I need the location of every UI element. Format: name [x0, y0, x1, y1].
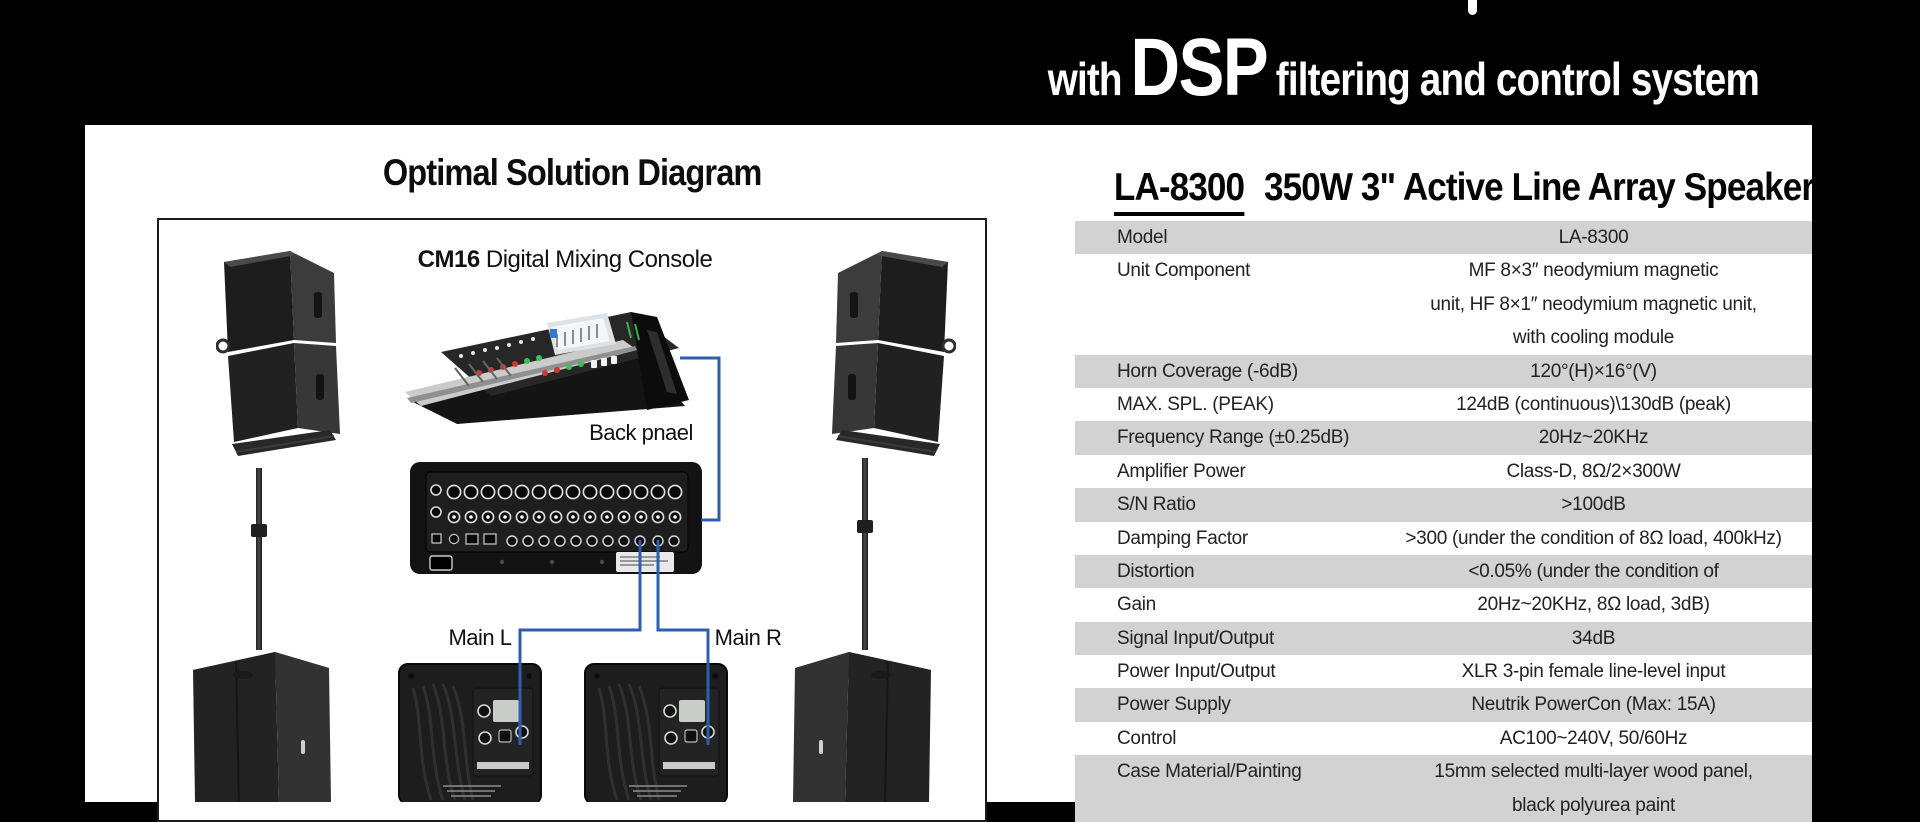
speaker-pole-right [862, 458, 868, 650]
banner-prefix: with [1047, 53, 1123, 105]
spec-value: Neutrik PowerCon (Max: 15A) [1471, 694, 1716, 716]
spec-label: Frequency Range (±0.25dB) [1117, 427, 1350, 449]
banner-headline: with DSP filtering and control system [980, 18, 1780, 141]
spec-label: Horn Coverage (-6dB) [1117, 360, 1298, 382]
spec-value: MF 8×3″ neodymium magnetic unit, HF 8×1″… [1430, 260, 1757, 349]
spec-value: 20Hz~20KHz [1538, 427, 1649, 449]
spec-label: Unit Component [1117, 260, 1251, 282]
spec-label: Amplifier Power [1117, 460, 1246, 482]
cropped-text-fragment [1468, 0, 1477, 15]
spec-label: Gain [1117, 594, 1156, 616]
console-label-text: Digital Mixing Console [479, 246, 713, 273]
spec-value: LA-8300 [1558, 227, 1629, 248]
spec-value: >100dB [1561, 494, 1626, 516]
spec-label: Control [1117, 727, 1177, 749]
spec-value: 34dB [1571, 627, 1616, 649]
subwoofer-left [193, 652, 331, 802]
speaker-pole-left [256, 468, 262, 650]
spec-row: Control AC100~240V, 50/60Hz [1075, 722, 1812, 755]
amp-module-left [398, 663, 542, 802]
spec-value: XLR 3-pin female line-level input [1461, 661, 1726, 683]
spec-row: Model LA-8300 [1075, 221, 1812, 255]
spec-value: <0.05% (under the condition of [1468, 560, 1719, 582]
spec-label: Case Material/Painting [1117, 761, 1302, 783]
mixer-back-panel-graphic [410, 462, 702, 574]
spec-value: 15mm selected multi-layer wood panel, bl… [1434, 761, 1753, 816]
spec-value: 20Hz~20KHz, 8Ω load, 3dB) [1477, 594, 1710, 616]
spec-row: Power Supply Neutrik PowerCon (Max: 15A) [1075, 688, 1812, 722]
back-panel-label: Back pnael [589, 420, 693, 445]
spec-label: Damping Factor [1117, 527, 1248, 549]
console-label: CM16 Digital Mixing Console [340, 246, 790, 274]
banner-dsp-text: DSP [1130, 22, 1268, 113]
diagram-title: Optimal Solution Diagram [382, 152, 763, 193]
spec-row: MAX. SPL. (PEAK) 124dB (continuous)\130dB… [1075, 388, 1812, 421]
spec-value: >300 (under the condition of 8Ω load, 40… [1405, 527, 1782, 549]
mixing-console-graphic [405, 312, 689, 424]
product-model: LA-8300 [1113, 166, 1245, 216]
spec-row: S/N Ratio >100dB [1075, 488, 1812, 522]
spec-label: Power Supply [1117, 694, 1231, 716]
spec-value: 120°(H)×16°(V) [1530, 360, 1657, 382]
spec-row: Amplifier Power Class-D, 8Ω/2×300W [1075, 455, 1812, 488]
spec-label: Signal Input/Output [1117, 627, 1274, 649]
line-array-speaker-left [216, 251, 340, 456]
spec-value: Class-D, 8Ω/2×300W [1506, 460, 1681, 482]
spec-row: Unit Component MF 8×3″ neodymium magnetic… [1075, 254, 1812, 354]
spec-row: Gain 20Hz~20KHz, 8Ω load, 3dB) [1075, 588, 1812, 621]
banner-suffix: filtering and control system [1275, 53, 1760, 105]
console-model-text: CM16 [417, 246, 481, 273]
spec-value: AC100~240V, 50/60Hz [1499, 727, 1688, 749]
spec-label: MAX. SPL. (PEAK) [1117, 393, 1274, 415]
main-right-label: Main R [714, 625, 782, 650]
subwoofer-right [793, 652, 931, 802]
amp-module-right [584, 663, 728, 802]
pole-clamp-left [251, 524, 267, 537]
spec-label: Model [1117, 227, 1168, 248]
spec-label: S/N Ratio [1117, 494, 1196, 516]
spec-row: Case Material/Painting 15mm selected mult… [1075, 755, 1812, 822]
product-title: LA-8300 350W 3" Active Line Array Speaker [1075, 166, 1815, 216]
spec-row: Distortion <0.05% (under the condition of [1075, 554, 1812, 589]
spec-row: Horn Coverage (-6dB) 120°(H)×16°(V) [1075, 354, 1812, 388]
spec-value: 124dB (continuous)\130dB (peak) [1456, 393, 1731, 415]
spec-row: Damping Factor >300 (under the condition … [1075, 522, 1812, 555]
pole-clamp-right [857, 520, 873, 533]
main-left-label: Main L [448, 625, 512, 650]
spec-row: Frequency Range (±0.25dB) 20Hz~20KHz [1075, 421, 1812, 455]
spec-label: Distortion [1117, 560, 1195, 582]
product-subtitle: 350W 3" Active Line Array Speaker [1263, 166, 1815, 209]
spec-label: Power Input/Output [1117, 661, 1276, 683]
spec-row: Signal Input/Output 34dB [1075, 621, 1812, 656]
spec-row: Power Input/Output XLR 3-pin female line-… [1075, 655, 1812, 688]
line-array-speaker-right [832, 251, 956, 456]
